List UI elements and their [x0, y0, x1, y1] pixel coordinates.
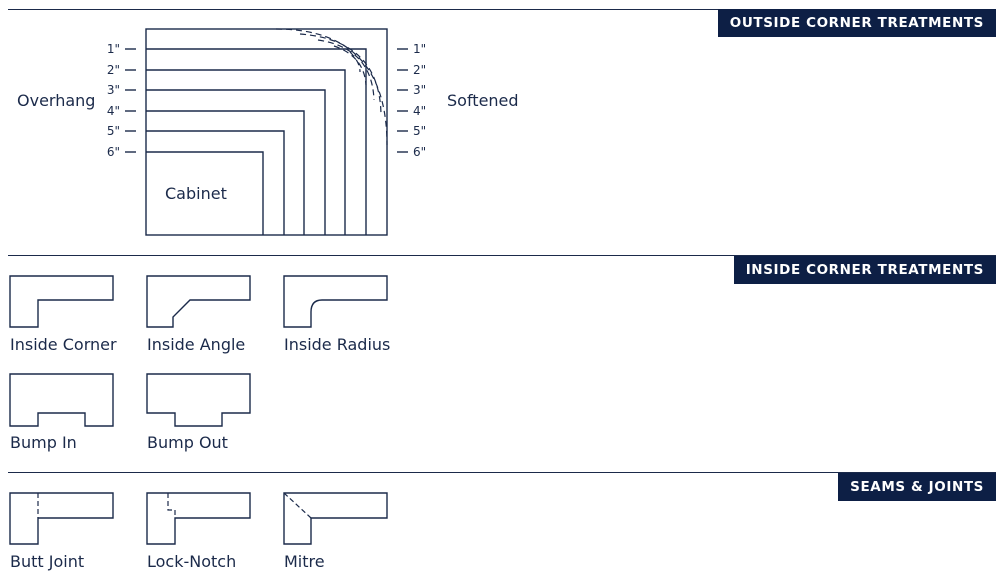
mitre-shape [283, 492, 388, 545]
inside-angle-label: Inside Angle [147, 335, 246, 354]
right-tick-label: 2" [413, 63, 427, 77]
butt-joint-label: Butt Joint [10, 552, 85, 571]
inside-angle-shape [146, 275, 251, 328]
mitre-seam [283, 492, 312, 519]
overhang-line-1 [146, 48, 367, 235]
inside-corner-label: Inside Corner [10, 335, 117, 354]
left-tick-label: 4" [106, 104, 120, 118]
seams-section-divider [8, 472, 996, 473]
lock-notch-shape [146, 492, 251, 545]
right-tick-label: 1" [413, 42, 427, 56]
inside-corner-treatments-header: INSIDE CORNER TREATMENTS [733, 256, 996, 284]
inside-section-divider [8, 255, 996, 256]
right-tick-marks [397, 48, 408, 153]
overhang-line-2 [146, 69, 346, 235]
bump-in-label: Bump In [10, 433, 77, 452]
overhang-line-4 [146, 110, 305, 235]
seams-and-joints-header: SEAMS & JOINTS [838, 473, 996, 501]
right-tick-label: 5" [413, 124, 427, 138]
right-tick-label: 3" [413, 83, 427, 97]
right-tick-label: 4" [413, 104, 427, 118]
inside-radius-label: Inside Radius [284, 335, 391, 354]
softened-label: Softened [447, 91, 519, 110]
inside-corner-shape [9, 275, 114, 328]
left-tick-label: 1" [106, 42, 120, 56]
softened-corner-arcs [275, 28, 388, 146]
countertop-outline [145, 28, 388, 236]
left-tick-label: 3" [106, 83, 120, 97]
left-tick-label: 6" [106, 145, 120, 159]
left-tick-marks [125, 48, 136, 153]
mitre-label: Mitre [284, 552, 325, 571]
lock-notch-seam [167, 493, 176, 518]
outside-section-divider [8, 9, 996, 10]
butt-joint-shape [9, 492, 114, 545]
overhang-label: Overhang [17, 91, 96, 110]
inside-radius-shape [283, 275, 388, 328]
left-tick-label: 2" [106, 63, 120, 77]
outside-corner-treatments-header: OUTSIDE CORNER TREATMENTS [717, 9, 996, 37]
overhang-line-6 [146, 151, 264, 235]
bump-in-shape [9, 373, 114, 427]
cabinet-label: Cabinet [165, 184, 227, 203]
right-tick-label: 6" [413, 145, 427, 159]
overhang-line-5 [146, 130, 285, 235]
overhang-line-3 [146, 89, 326, 235]
lock-notch-label: Lock-Notch [147, 552, 237, 571]
bump-out-shape [146, 373, 251, 427]
left-tick-label: 5" [106, 124, 120, 138]
bump-out-label: Bump Out [147, 433, 228, 452]
